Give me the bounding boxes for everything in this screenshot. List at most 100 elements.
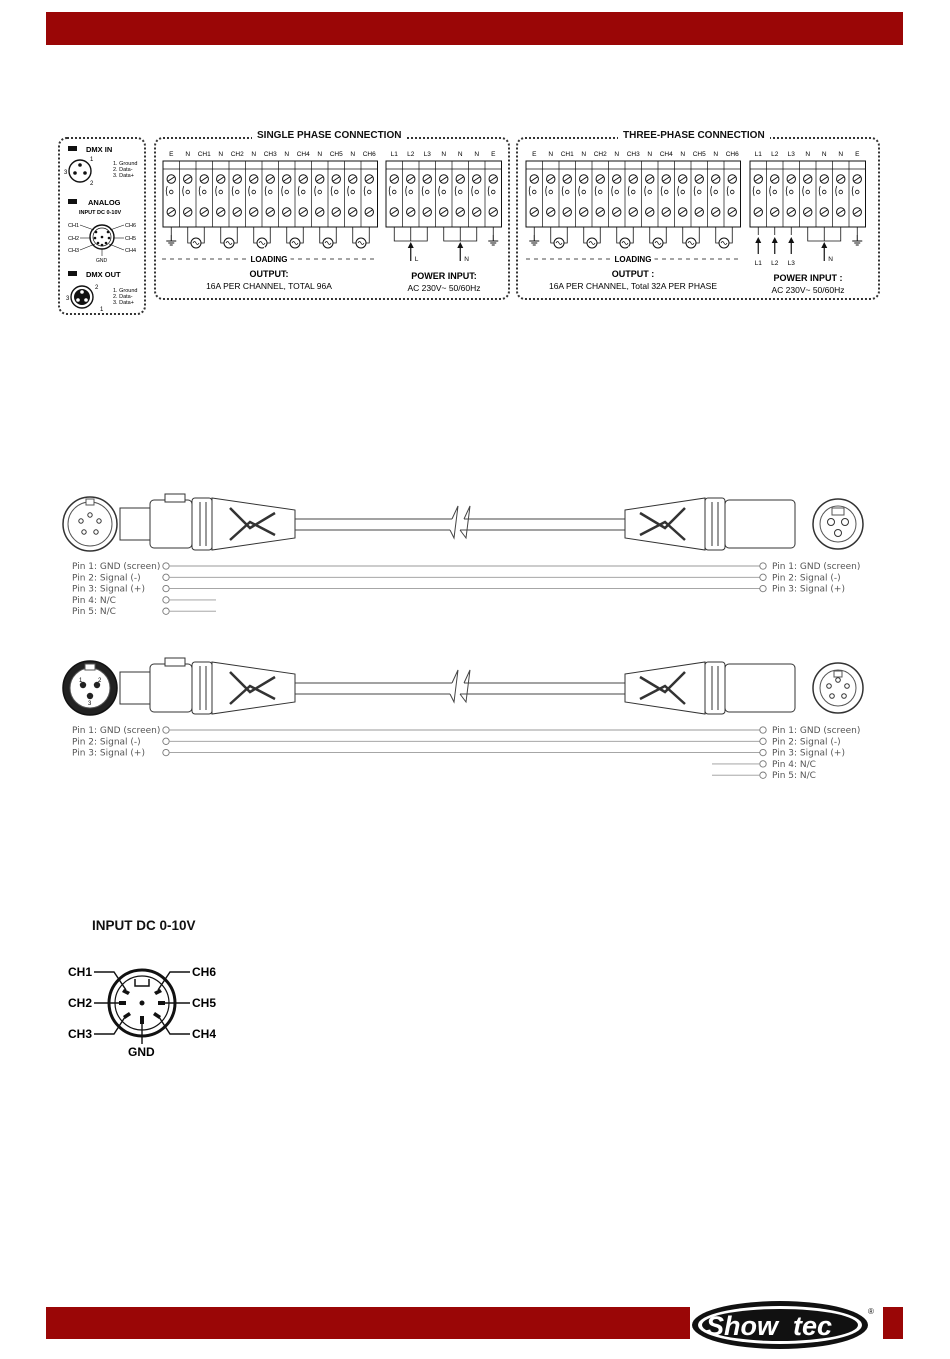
c2-lines-left-pin-dot	[162, 737, 170, 745]
tp-output-terminal-label: N	[680, 151, 685, 158]
single-phase-title: SINGLE PHASE CONNECTION	[252, 130, 407, 141]
sp-l-bridge	[393, 235, 428, 242]
sp-power-terminal-label: N	[474, 151, 479, 158]
din-label-gnd: GND	[128, 1045, 155, 1059]
sp-output-terminal-label: N	[251, 151, 256, 158]
sp-output-terminal-label: CH2	[231, 151, 244, 158]
c1-lines-right-pin-dot	[759, 584, 767, 593]
dmx-out-num-left: 3	[66, 296, 70, 302]
cable1-right-face	[812, 498, 864, 550]
cable2-female-plug	[119, 657, 296, 715]
analog-subtitle: INPUT DC 0-10V	[79, 210, 122, 216]
c1-lines-left-pin-label: Pin 1: GND (screen)	[72, 562, 160, 572]
cable-diagram-1: Pin 1: GND (screen) Pin 2: Signal (-) Pin …	[62, 493, 864, 617]
analog-ch6: CH6	[125, 223, 136, 229]
analog-ch4: CH4	[125, 248, 136, 254]
tp-loading-label: LOADING	[615, 255, 652, 264]
din-diagram-title: INPUT DC 0-10V	[92, 918, 196, 933]
sp-loading-label: LOADING	[251, 255, 288, 264]
c1-lines-right-pin-dot	[759, 562, 767, 570]
c2-lines-right-pin-label: Pin 4: N/C	[772, 760, 816, 770]
c2-lines-right-pin-label: Pin 2: Signal (-)	[772, 737, 841, 747]
c1-lines-left-pin-dot	[162, 562, 170, 570]
connector-legend-panel: DMX IN 3 1 2 1. Ground 2. Data- 3. Data+…	[58, 137, 146, 315]
c2-lines-right-pin-dot	[759, 737, 767, 745]
cable1-female-plug	[119, 493, 296, 551]
c2-lines-right-pin-dot	[759, 760, 767, 768]
din-pins	[119, 989, 165, 1024]
cable2-face-num1: 1	[79, 678, 83, 684]
logo-registered-mark: ®	[868, 1307, 874, 1316]
tp-power-terminal-label: N	[805, 151, 810, 158]
cable1-male-plug	[624, 497, 796, 551]
tp-arrow-label-l1: L1	[755, 260, 763, 267]
tp-arrow-label-l2: L2	[771, 260, 779, 267]
c2-lines-right-pin-dot	[759, 748, 767, 757]
tp-power-terminal-label: N	[822, 151, 827, 158]
c2-lines-right-pin-dot	[759, 771, 767, 779]
dmx-out-title: DMX OUT	[86, 270, 121, 279]
tp-power-terminal-label: E	[855, 151, 860, 158]
sp-output-terminal-label: N	[284, 151, 289, 158]
analog-ch5: CH5	[125, 236, 136, 242]
dmx-in-title: DMX IN	[86, 145, 112, 154]
dmx-out-connector-icon	[70, 285, 94, 309]
sp-output-terminal-label: E	[169, 151, 174, 158]
sp-power-desc: AC 230V~ 50/60Hz	[407, 283, 480, 293]
sp-power-terminal-label: E	[491, 151, 496, 158]
tp-power-terminal-label: L3	[788, 151, 796, 158]
c2-lines-right-pin-label: Pin 5: N/C	[772, 771, 816, 781]
tp-power-terminal-label: N	[838, 151, 843, 158]
logo-word-show: Show	[706, 1311, 780, 1341]
c1-lines-left-pin-dot	[162, 596, 170, 604]
tp-output-terminal-label: CH2	[594, 151, 607, 158]
din-key	[134, 979, 150, 987]
tp-output-terminal-label: CH5	[693, 151, 706, 158]
sp-output-terminal-label: N	[317, 151, 322, 158]
dmx-out-marker	[68, 271, 77, 276]
analog-gnd: GND	[96, 258, 108, 264]
sp-output-terminal-label: CH5	[330, 151, 343, 158]
cable2-male-plug	[624, 661, 796, 715]
sp-output-terminal-label: CH4	[297, 151, 310, 158]
tp-power-desc: AC 230V~ 50/60Hz	[771, 285, 844, 295]
cable2-face-num3: 3	[88, 701, 92, 707]
c1-lines-left-pin-dot	[162, 573, 170, 581]
c2-lines-left-pin-dot	[162, 726, 170, 734]
c2-lines-left-pin-label: Pin 2: Signal (-)	[72, 737, 141, 747]
sp-output-terminal-label: CH6	[363, 151, 376, 158]
sp-output-terminal-label: CH3	[264, 151, 277, 158]
analog-ch1: CH1	[68, 223, 79, 229]
tp-output-terminal-label: E	[532, 151, 537, 158]
dmx-in-pin2: 2. Data-	[113, 167, 133, 173]
cable2-face-num2: 2	[98, 678, 102, 684]
tp-arrow-label-l3: L3	[788, 260, 796, 267]
tp-output-terminal-label: N	[647, 151, 652, 158]
din-leader-lines	[94, 971, 190, 1044]
cable2-left-face: 1 2 3	[62, 660, 118, 716]
tp-output-terminal-label: CH3	[627, 151, 640, 158]
c2-lines-right-pin-label: Pin 1: GND (screen)	[772, 726, 860, 736]
dmx-out-num-top: 2	[95, 285, 99, 291]
sp-power-terminal-label: L2	[407, 151, 415, 158]
tp-arrow-label-n: N	[828, 256, 833, 263]
sp-output-desc: 16A PER CHANNEL, TOTAL 96A	[206, 281, 332, 291]
sp-power-title: POWER INPUT:	[411, 271, 477, 281]
din-label-ch1: CH1	[68, 965, 92, 979]
c1-lines-right-pin-label: Pin 3: Signal (+)	[772, 585, 845, 595]
analog-ch2: CH2	[68, 236, 79, 242]
dmx-in-marker	[68, 146, 77, 151]
dmx-in-num-bottom: 2	[90, 181, 94, 187]
dmx-out-pin3: 3. Data+	[113, 300, 134, 306]
tp-output-terminal-label: CH1	[561, 151, 574, 158]
showtec-logo: Show tec ®	[690, 1298, 883, 1352]
c1-lines-left-pin-dot	[162, 584, 170, 593]
din-label-ch3: CH3	[68, 1027, 92, 1041]
sp-output-terminal-label: N	[218, 151, 223, 158]
c1-lines-right-pin-label: Pin 2: Signal (-)	[772, 573, 841, 583]
